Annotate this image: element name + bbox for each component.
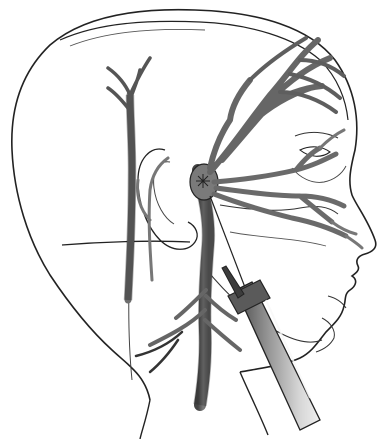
facial-branches — [214, 148, 346, 236]
ganglion-marker — [196, 174, 210, 188]
neck-front — [240, 372, 268, 435]
lower-left-branches — [136, 332, 182, 372]
maxilla — [230, 232, 326, 246]
cervical-branches — [150, 290, 240, 350]
occipital-nerve-branches — [108, 58, 150, 108]
skull-base-line — [62, 241, 190, 245]
occipital-nerve-outline — [128, 95, 132, 300]
ear — [138, 149, 197, 249]
chin — [316, 318, 334, 352]
auricular-branches — [138, 158, 169, 280]
nerve-trunk-outline — [198, 170, 208, 405]
head-outline — [12, 10, 376, 400]
neck-back — [140, 400, 150, 439]
skull-outline-inner — [70, 29, 205, 46]
